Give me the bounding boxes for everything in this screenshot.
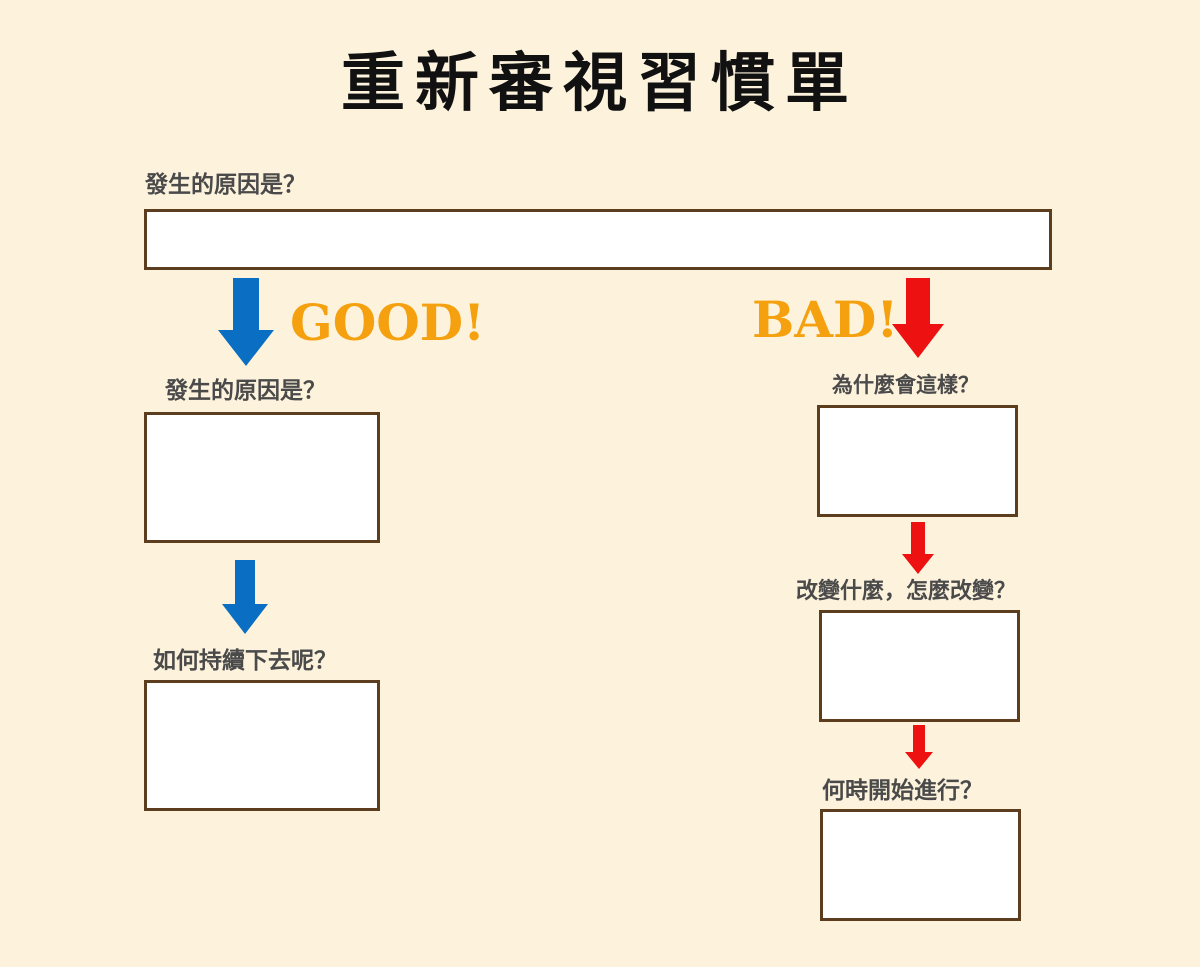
good-continue-box[interactable]	[144, 680, 380, 811]
good-prompt-cause-label: 發生的原因是？	[165, 378, 326, 404]
top-prompt-label: 發生的原因是？	[145, 172, 306, 198]
top-answer-box[interactable]	[144, 209, 1052, 270]
bad-when-box[interactable]	[820, 809, 1021, 921]
bad-arrow-down-icon-3	[905, 725, 933, 769]
bad-heading: BAD!	[752, 290, 899, 349]
bad-change-box[interactable]	[819, 610, 1020, 722]
good-cause-box[interactable]	[144, 412, 380, 543]
bad-arrow-down-icon-2	[902, 522, 934, 574]
good-prompt-continue-label: 如何持續下去呢？	[153, 648, 337, 674]
good-heading: GOOD!	[290, 293, 486, 352]
bad-prompt-when-label: 何時開始進行？	[822, 778, 983, 804]
bad-why-box[interactable]	[817, 405, 1018, 517]
bad-arrow-down-icon	[892, 278, 944, 358]
page-title: 重新審視習慣單	[341, 47, 859, 121]
good-arrow-down-icon-2	[222, 560, 268, 634]
bad-prompt-change-label: 改變什麼，怎麼改變？	[796, 579, 1017, 604]
bad-prompt-why-label: 為什麼會這樣？	[832, 373, 979, 397]
good-arrow-down-icon	[218, 278, 274, 366]
